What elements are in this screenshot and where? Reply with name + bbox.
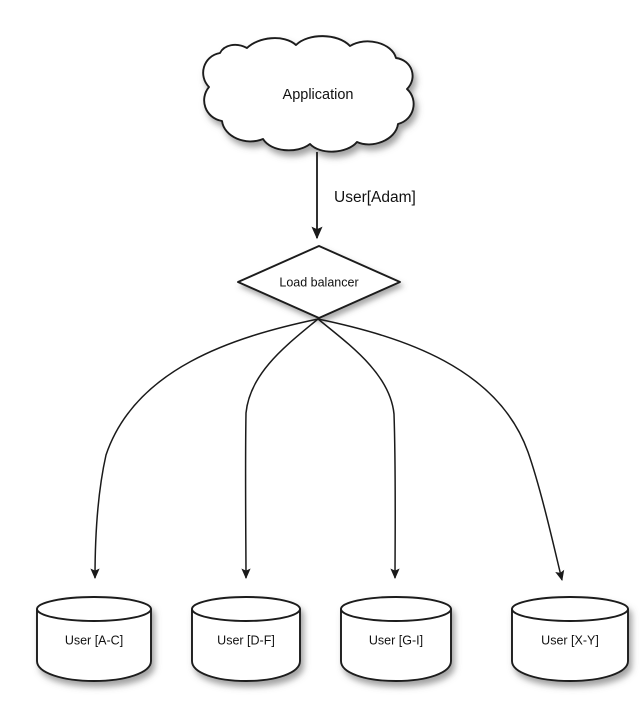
edge-lb-to-shard-g-i <box>317 318 400 580</box>
shard-x-y-label: User [X-Y] <box>541 633 599 647</box>
edge-label-user-adam: User[Adam] <box>334 189 416 206</box>
application-cloud[interactable]: Application <box>202 35 415 153</box>
shard-x-y[interactable]: User [X-Y] <box>511 596 629 682</box>
edge-lb-to-shard-a-c <box>90 318 319 580</box>
load-balancer[interactable]: Load balancer <box>237 245 401 319</box>
edge-app-to-load-balancer: User[Adam] <box>311 152 416 240</box>
shard-g-i-label: User [G-I] <box>369 633 423 647</box>
load-balancer-label: Load balancer <box>279 275 358 289</box>
edges-lb-to-shards <box>90 318 565 582</box>
shard-g-i[interactable]: User [G-I] <box>340 596 452 682</box>
shard-a-c[interactable]: User [A-C] <box>36 596 152 682</box>
edge-lb-to-shard-d-f <box>241 318 319 580</box>
shard-d-f-label: User [D-F] <box>217 633 275 647</box>
edge-lb-to-shard-x-y <box>317 318 565 582</box>
application-cloud-label: Application <box>283 87 354 103</box>
shard-a-c-label: User [A-C] <box>65 633 123 647</box>
shard-d-f[interactable]: User [D-F] <box>191 596 301 682</box>
